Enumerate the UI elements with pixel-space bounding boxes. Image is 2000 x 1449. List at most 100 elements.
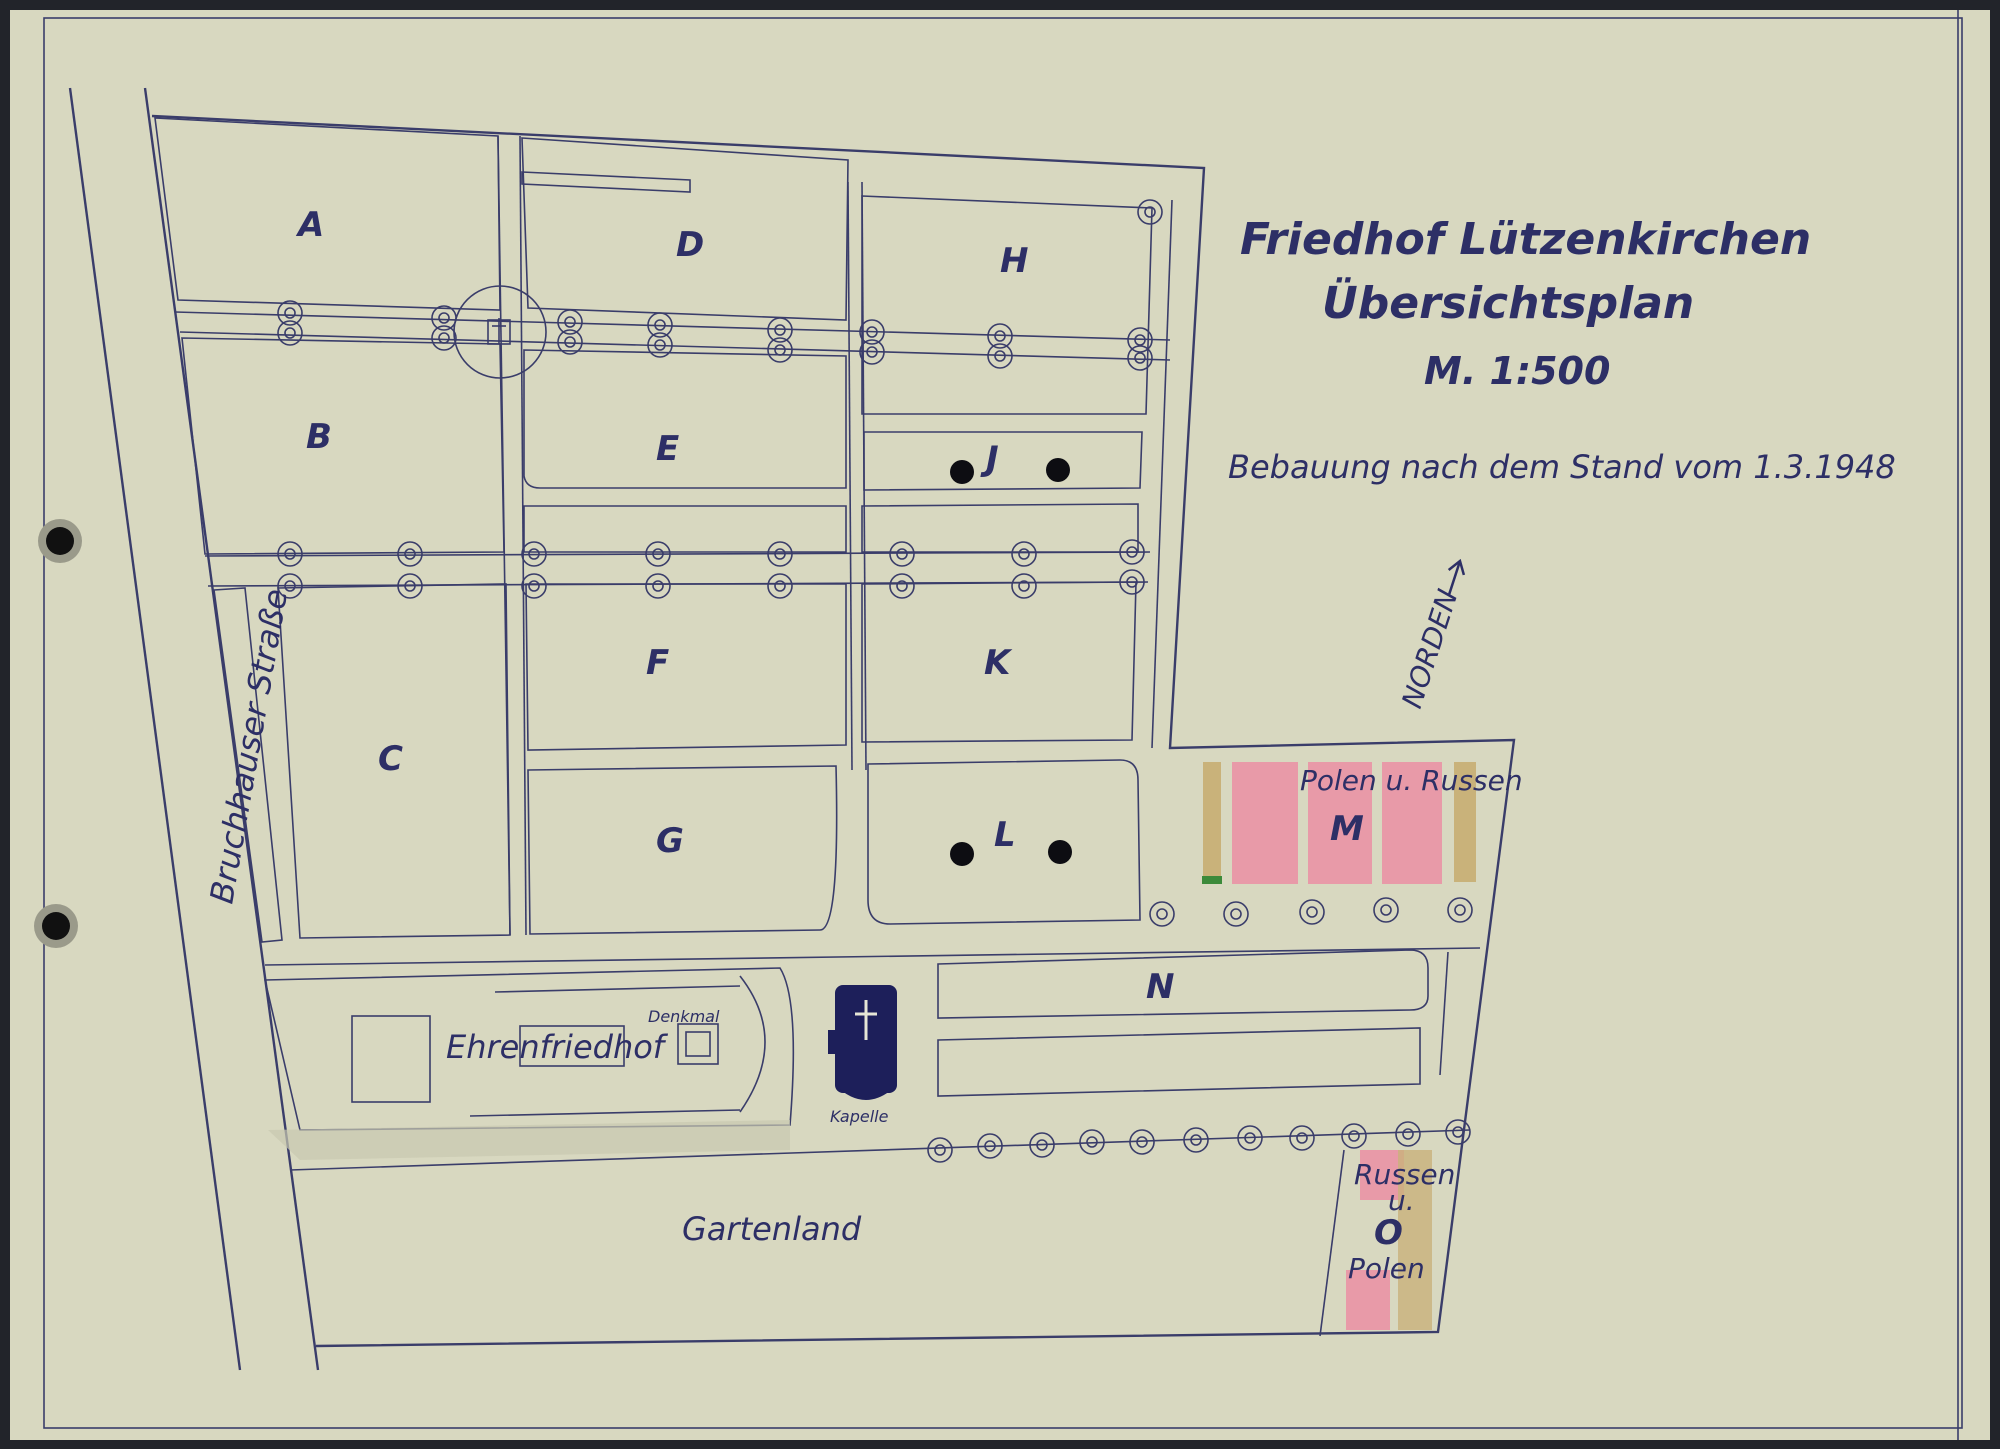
section-m: M [1330, 809, 1364, 849]
ehrenfriedhof-area [263, 967, 795, 1160]
label-kapelle: Kapelle [830, 1107, 889, 1126]
tree-symbol-core [438, 332, 450, 344]
tree-symbol-core [528, 580, 540, 592]
tree-symbol [1183, 1127, 1209, 1153]
tree-symbol-core [774, 344, 786, 356]
tree-symbol-core [866, 326, 878, 338]
title-line2: Übersichtsplan [1322, 276, 1694, 329]
title-scale: M. 1:500 [1424, 349, 1610, 393]
tree-symbol-core [774, 324, 786, 336]
tree-symbol-core [1134, 352, 1146, 364]
tree-symbol-core [994, 350, 1006, 362]
street [68, 87, 320, 1371]
tree-symbol [977, 1133, 1003, 1159]
tree-symbol [1129, 1129, 1155, 1155]
grave-blocks [154, 117, 1449, 1097]
tree-symbol [1011, 541, 1037, 567]
tree-symbol [1119, 539, 1145, 565]
tree-symbol-core [1452, 1126, 1464, 1138]
tree-symbol-core [654, 319, 666, 331]
tree-symbol [521, 541, 547, 567]
tree-symbol-core [1144, 206, 1156, 218]
grave-field-o [1319, 1149, 1432, 1337]
tree-symbol [1011, 573, 1037, 599]
tree-symbol [987, 323, 1013, 349]
tree-symbol [431, 325, 457, 351]
label-polen: Polen [1348, 1252, 1425, 1285]
title-line1: Friedhof Lützenkirchen [1240, 214, 1811, 265]
tree-symbol [1149, 901, 1175, 927]
tree-symbol-core [1018, 580, 1030, 592]
tree-symbol [1127, 327, 1153, 353]
tree-symbol-core [994, 330, 1006, 342]
tree-symbol-core [1156, 908, 1168, 920]
tree-symbol-core [1230, 908, 1242, 920]
section-c: C [378, 739, 403, 779]
tree-symbol [1373, 897, 1399, 923]
tree-symbol [277, 573, 303, 599]
tree-symbol [767, 317, 793, 343]
section-g: G [656, 821, 684, 861]
tree-symbol [859, 319, 885, 345]
tree-symbol-core [1134, 334, 1146, 346]
tree-symbol [1079, 1129, 1105, 1155]
section-e: E [656, 429, 679, 469]
tree-symbol-core [1306, 906, 1318, 918]
tree-symbol-core [1136, 1136, 1148, 1148]
tree-symbol [889, 541, 915, 567]
tree-symbol-core [564, 336, 576, 348]
label-ehrenfriedhof: Ehrenfriedhof [446, 1028, 669, 1066]
tree-symbol [397, 573, 423, 599]
cemetery-boundary [151, 114, 1516, 1348]
tree-symbol-core [404, 580, 416, 592]
tree-symbol-core [284, 580, 296, 592]
tree-symbol [397, 541, 423, 567]
tree-symbol-core [1126, 546, 1138, 558]
tree-symbol [647, 312, 673, 338]
tree-symbol [647, 332, 673, 358]
tree-symbol [521, 573, 547, 599]
grave-field-m [1202, 762, 1476, 884]
tree-symbol [927, 1137, 953, 1163]
tree-symbol-core [866, 346, 878, 358]
tree-symbol [767, 337, 793, 363]
tree-symbol-core [564, 316, 576, 328]
tree-symbol [1237, 1125, 1263, 1151]
section-l: L [994, 815, 1016, 855]
tree-symbol-core [1402, 1128, 1414, 1140]
label-u: u. [1388, 1184, 1415, 1217]
label-polen-russen: Polen u. Russen [1300, 764, 1523, 797]
tree-symbol [1127, 345, 1153, 371]
tree-symbol-core [1036, 1139, 1048, 1151]
tree-symbol-core [284, 327, 296, 339]
tree-symbol-core [1018, 548, 1030, 560]
label-denkmal: Denkmal [648, 1007, 720, 1026]
tree-symbol [277, 541, 303, 567]
tree-symbol [1029, 1132, 1055, 1158]
tree-symbol-core [404, 548, 416, 560]
tree-symbol-core [1296, 1132, 1308, 1144]
tree-symbol-core [896, 548, 908, 560]
tree-symbol-core [1380, 904, 1392, 916]
tree-symbol [277, 320, 303, 346]
tree-symbol [1223, 901, 1249, 927]
trees [277, 199, 1473, 1163]
tree-symbol-core [652, 548, 664, 560]
tree-symbol [1445, 1119, 1471, 1145]
tree-symbol-core [1190, 1134, 1202, 1146]
tree-symbol [645, 541, 671, 567]
section-a: A [295, 205, 324, 245]
label-gartenland: Gartenland [682, 1210, 862, 1248]
tree-symbol [431, 305, 457, 331]
section-b: B [306, 417, 332, 457]
title-status: Bebauung nach dem Stand vom 1.3.1948 [1228, 448, 1896, 486]
tree-symbol [1119, 569, 1145, 595]
tree-symbol-core [284, 307, 296, 319]
tree-symbol-core [984, 1140, 996, 1152]
tree-symbol-core [896, 580, 908, 592]
tree-symbol-core [774, 548, 786, 560]
tree-symbol [889, 573, 915, 599]
tree-symbol-core [438, 312, 450, 324]
